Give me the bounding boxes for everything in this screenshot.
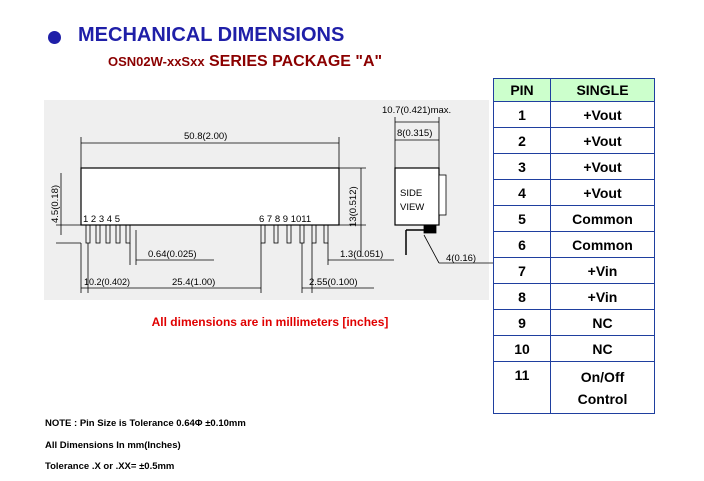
length-label: 50.8(2.00) <box>184 131 227 142</box>
pin-3 <box>105 224 111 244</box>
note-dimensions-unit: All Dimensions In mm(Inches) <box>45 440 181 451</box>
pin-cell: 11 <box>493 361 551 414</box>
function-cell: NC <box>550 309 655 336</box>
page-title: MECHANICAL DIMENSIONS <box>78 24 345 46</box>
pin-cell: 4 <box>493 179 551 206</box>
table-row: 4+Vout <box>493 179 655 206</box>
header-pin: PIN <box>493 78 551 102</box>
note-pin-size: NOTE : Pin Size is Tolerance 0.64Φ ±0.10… <box>45 418 246 429</box>
mechanical-drawing: 50.8(2.00) 13(0.512) 4.5(0.18) 10.7(0.42… <box>50 105 494 293</box>
table-row: 2+Vout <box>493 127 655 154</box>
table-row: 3+Vout <box>493 153 655 180</box>
side-view-body <box>394 167 440 226</box>
pin-2 <box>95 224 101 244</box>
pin-table-header: PIN SINGLE <box>493 78 655 102</box>
side-view-label-1: SIDE <box>400 188 422 199</box>
package-subtitle: OSN02W-xxSxx SERIES PACKAGE "A" <box>108 53 382 71</box>
pin-cell: 7 <box>493 257 551 284</box>
width-max-label: 10.7(0.421)max. <box>382 105 451 116</box>
pin-10 <box>311 224 317 244</box>
table-row: 7+Vin <box>493 257 655 284</box>
bullet-icon <box>48 31 61 44</box>
pin-8 <box>286 224 292 244</box>
left-edge-label: 10.2(0.402) <box>84 277 130 287</box>
pin-cell: 6 <box>493 231 551 258</box>
table-row: 1+Vout <box>493 101 655 128</box>
pin-pitch-label: 0.64(0.025) <box>148 249 197 260</box>
model-number: OSN02W-xxSxx <box>108 54 205 69</box>
pin-6 <box>260 224 266 244</box>
side-view-pin-block <box>423 224 437 234</box>
pin-5 <box>125 224 131 244</box>
function-cell: +Vin <box>550 283 655 310</box>
function-line-1: On/Off <box>580 368 625 385</box>
pin-1 <box>85 224 91 244</box>
function-cell: +Vout <box>550 179 655 206</box>
pin-4 <box>115 224 121 244</box>
function-cell: +Vout <box>550 101 655 128</box>
series-package-label: SERIES PACKAGE "A" <box>204 53 383 70</box>
pin-cell: 10 <box>493 335 551 362</box>
pin-7 <box>273 224 279 244</box>
pin-cell: 2 <box>493 127 551 154</box>
table-row: 8+Vin <box>493 283 655 310</box>
side-pin-label: 4(0.16) <box>446 253 476 264</box>
side-pin-ext <box>423 234 440 264</box>
function-cell: Common <box>550 205 655 232</box>
pin-length-label: 4.5(0.18) <box>50 185 61 223</box>
function-cell: +Vin <box>550 257 655 284</box>
function-cell: Common <box>550 231 655 258</box>
pin-cell: 9 <box>493 309 551 336</box>
pin-11 <box>323 224 329 244</box>
function-line-2: Control <box>577 390 628 407</box>
width-label: 8(0.315) <box>397 128 432 139</box>
pin-group-right-label: 6 7 8 9 1011 <box>259 214 311 225</box>
right-pitch-label: 2.55(0.100) <box>309 277 358 288</box>
pin-cell: 1 <box>493 101 551 128</box>
pin-cell: 8 <box>493 283 551 310</box>
dimensions-note: All dimensions are in millimeters [inche… <box>151 315 389 329</box>
header-single: SINGLE <box>550 78 655 102</box>
pin-cell: 5 <box>493 205 551 232</box>
pin-group-left-label: 1 2 3 4 5 <box>83 214 120 225</box>
function-cell: +Vout <box>550 153 655 180</box>
note-tolerance: Tolerance .X or .XX= ±0.5mm <box>45 461 175 472</box>
span-label: 25.4(1.00) <box>172 277 215 288</box>
module-body <box>80 167 340 226</box>
height-label: 13(0.512) <box>348 186 359 227</box>
side-view-label-2: VIEW <box>400 202 424 213</box>
function-cell: +Vout <box>550 127 655 154</box>
function-cell: NC <box>550 335 655 362</box>
pin-9 <box>299 224 305 244</box>
pin-cell: 3 <box>493 153 551 180</box>
side-view-tab <box>438 174 447 216</box>
pin-offset-label: 1.3(0.051) <box>340 249 383 260</box>
